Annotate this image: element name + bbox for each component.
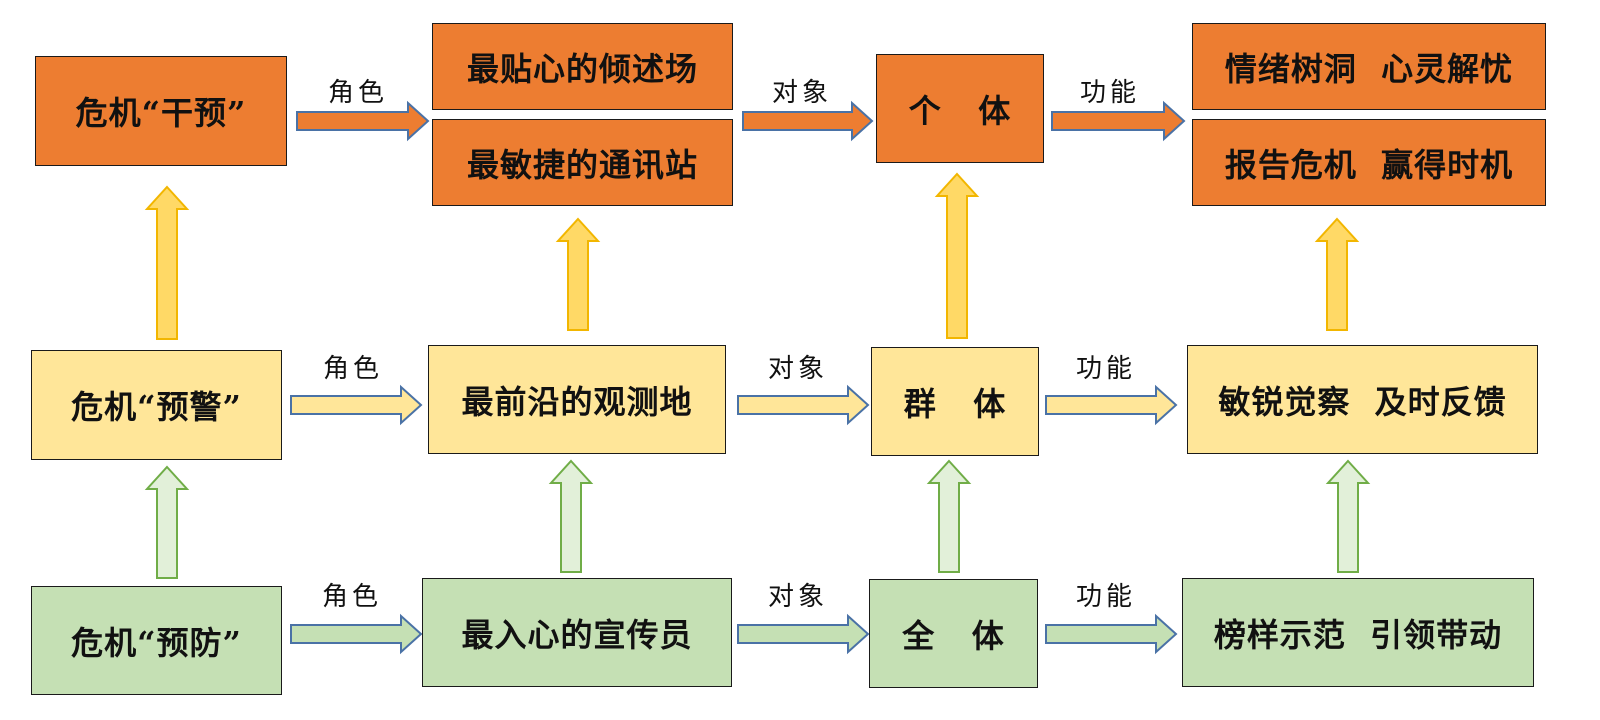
function-box-emotional-outlet: 情绪树洞 心灵解忧 [1192, 23, 1546, 110]
up-arrow-stage-prevention [144, 465, 190, 579]
role-box-frontline-observer: 最前沿的观测地 [428, 345, 726, 454]
connector-label-object-2: 对象 [768, 354, 829, 384]
arrow-object-prevention [737, 613, 870, 655]
up-arrow-object-warning [934, 172, 980, 339]
object-box-group: 群 体 [871, 347, 1039, 456]
up-arrow-function-warning [1314, 217, 1360, 331]
arrow-role-warning [290, 384, 423, 426]
arrow-role-prevention [290, 613, 423, 655]
stage-box-intervention: 危机“干预” [35, 56, 287, 166]
arrow-object-warning [737, 384, 870, 426]
stage-box-warning: 危机“预警” [31, 350, 282, 460]
arrow-role-intervention [296, 100, 430, 142]
arrow-function-warning [1045, 384, 1178, 426]
up-arrow-role-warning [555, 217, 601, 331]
arrow-function-prevention [1045, 613, 1178, 655]
connector-label-object-1: 对象 [772, 78, 833, 108]
role-box-communication-station: 最敏捷的通讯站 [432, 119, 733, 206]
up-arrow-function-prevention [1325, 459, 1371, 573]
function-box-role-model: 榜样示范 引领带动 [1182, 578, 1534, 687]
connector-label-role-1: 角色 [328, 78, 389, 108]
role-box-listening-place: 最贴心的倾述场 [432, 23, 733, 110]
connector-label-function-1: 功能 [1080, 78, 1141, 108]
connector-label-function-3: 功能 [1076, 582, 1137, 612]
connector-label-role-3: 角色 [322, 582, 383, 612]
connector-label-function-2: 功能 [1076, 354, 1137, 384]
object-box-all: 全 体 [869, 579, 1038, 688]
role-box-promoter: 最入心的宣传员 [422, 578, 732, 687]
connector-label-object-3: 对象 [768, 582, 829, 612]
function-box-report-crisis: 报告危机 赢得时机 [1192, 119, 1546, 206]
stage-box-prevention: 危机“预防” [31, 586, 282, 695]
up-arrow-stage-warning [144, 185, 190, 340]
up-arrow-object-prevention [926, 459, 972, 573]
object-box-individual: 个 体 [876, 54, 1044, 163]
connector-label-role-2: 角色 [323, 354, 384, 384]
function-box-perceive-feedback: 敏锐觉察 及时反馈 [1187, 345, 1538, 454]
arrow-function-intervention [1051, 100, 1186, 142]
arrow-object-intervention [742, 100, 874, 142]
up-arrow-role-prevention [548, 459, 594, 573]
